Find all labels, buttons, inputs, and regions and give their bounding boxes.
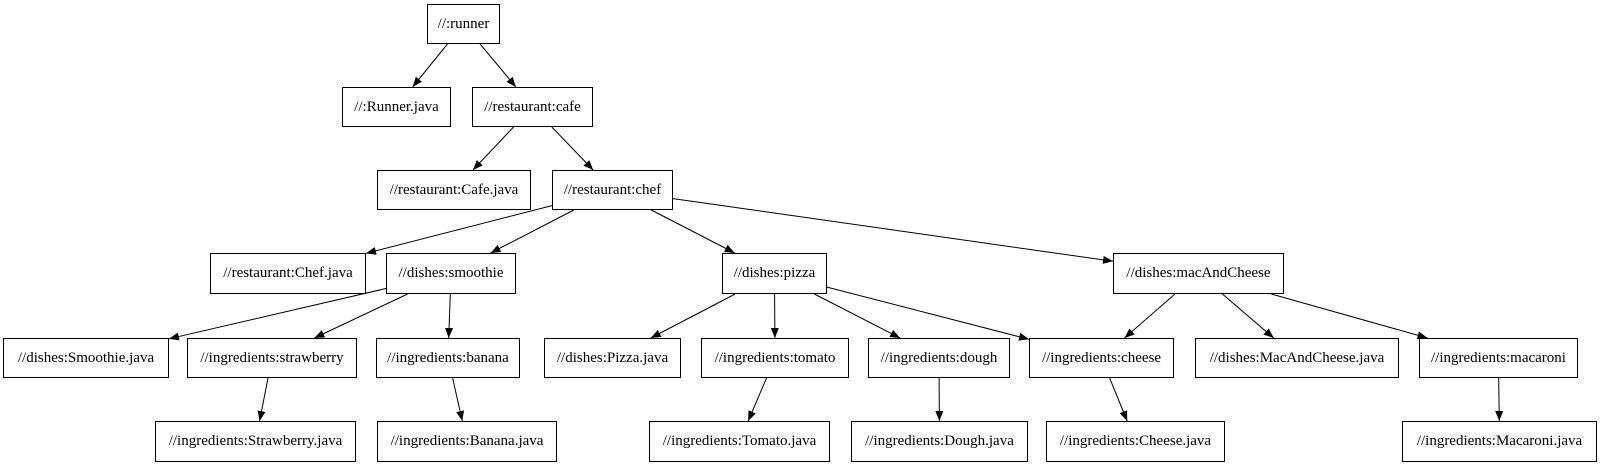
- node-chef-java: //restaurant:Chef.java: [210, 253, 366, 294]
- edge-runner-to-runner-java: [412, 43, 448, 88]
- node-macaroni: //ingredients:macaroni: [1419, 338, 1578, 378]
- node-macandcheese: //dishes:macAndCheese: [1113, 253, 1284, 294]
- node-tomato: //ingredients:tomato: [701, 338, 849, 378]
- edge-smoothie-to-smoothie-java: [168, 288, 387, 341]
- edge-chef-to-chef-java: [365, 205, 553, 255]
- edge-macaroni-to-macaroni-java: [1495, 377, 1504, 422]
- edge-cafe-to-cafe-java: [472, 126, 514, 171]
- node-smoothie-java: //dishes:Smoothie.java: [3, 338, 169, 378]
- edge-macandcheese-to-cheese: [1124, 293, 1176, 339]
- edge-pizza-to-dough: [814, 293, 901, 339]
- node-macaroni-java: //ingredients:Macaroni.java: [1402, 421, 1597, 462]
- edge-pizza-to-cheese: [826, 286, 1030, 341]
- edge-runner-to-cafe: [479, 43, 517, 88]
- node-chef: //restaurant:chef: [552, 170, 673, 210]
- edge-macandcheese-to-macaroni: [1271, 293, 1428, 340]
- edge-chef-to-smoothie: [490, 209, 575, 254]
- node-runner: //:runner: [427, 4, 500, 44]
- node-banana: //ingredients:banana: [376, 338, 520, 378]
- node-dough: //ingredients:dough: [868, 338, 1010, 378]
- node-banana-java: //ingredients:Banana.java: [377, 421, 557, 462]
- node-pizza: //dishes:pizza: [722, 253, 827, 294]
- edge-smoothie-to-strawberry: [314, 293, 408, 339]
- edge-tomato-to-tomato-java: [747, 377, 767, 422]
- node-strawberry-java: //ingredients:Strawberry.java: [155, 421, 356, 462]
- edge-chef-to-macandcheese: [672, 198, 1114, 264]
- node-cafe-java: //restaurant:Cafe.java: [377, 170, 531, 210]
- node-runner-java: //:Runner.java: [342, 87, 451, 127]
- edge-chef-to-pizza: [651, 209, 735, 254]
- edge-pizza-to-pizza-java: [650, 293, 736, 339]
- node-cheese-java: //ingredients:Cheese.java: [1046, 421, 1225, 462]
- edge-macandcheese-to-macandcheese-java: [1222, 293, 1275, 339]
- node-cheese: //ingredients:cheese: [1029, 338, 1174, 378]
- node-smoothie: //dishes:smoothie: [386, 253, 516, 294]
- node-tomato-java: //ingredients:Tomato.java: [649, 421, 830, 462]
- node-dough-java: //ingredients:Dough.java: [851, 421, 1028, 462]
- node-cafe: //restaurant:cafe: [472, 87, 593, 127]
- edge-smoothie-to-banana: [445, 293, 454, 339]
- node-pizza-java: //dishes:Pizza.java: [544, 338, 681, 378]
- node-macandcheese-java: //dishes:MacAndCheese.java: [1195, 338, 1399, 378]
- edge-cafe-to-chef: [551, 126, 594, 171]
- edge-strawberry-to-strawberry-java: [257, 377, 269, 422]
- edge-banana-to-banana-java: [452, 377, 465, 422]
- node-strawberry: //ingredients:strawberry: [187, 338, 357, 378]
- edge-cheese-to-cheese-java: [1109, 377, 1128, 422]
